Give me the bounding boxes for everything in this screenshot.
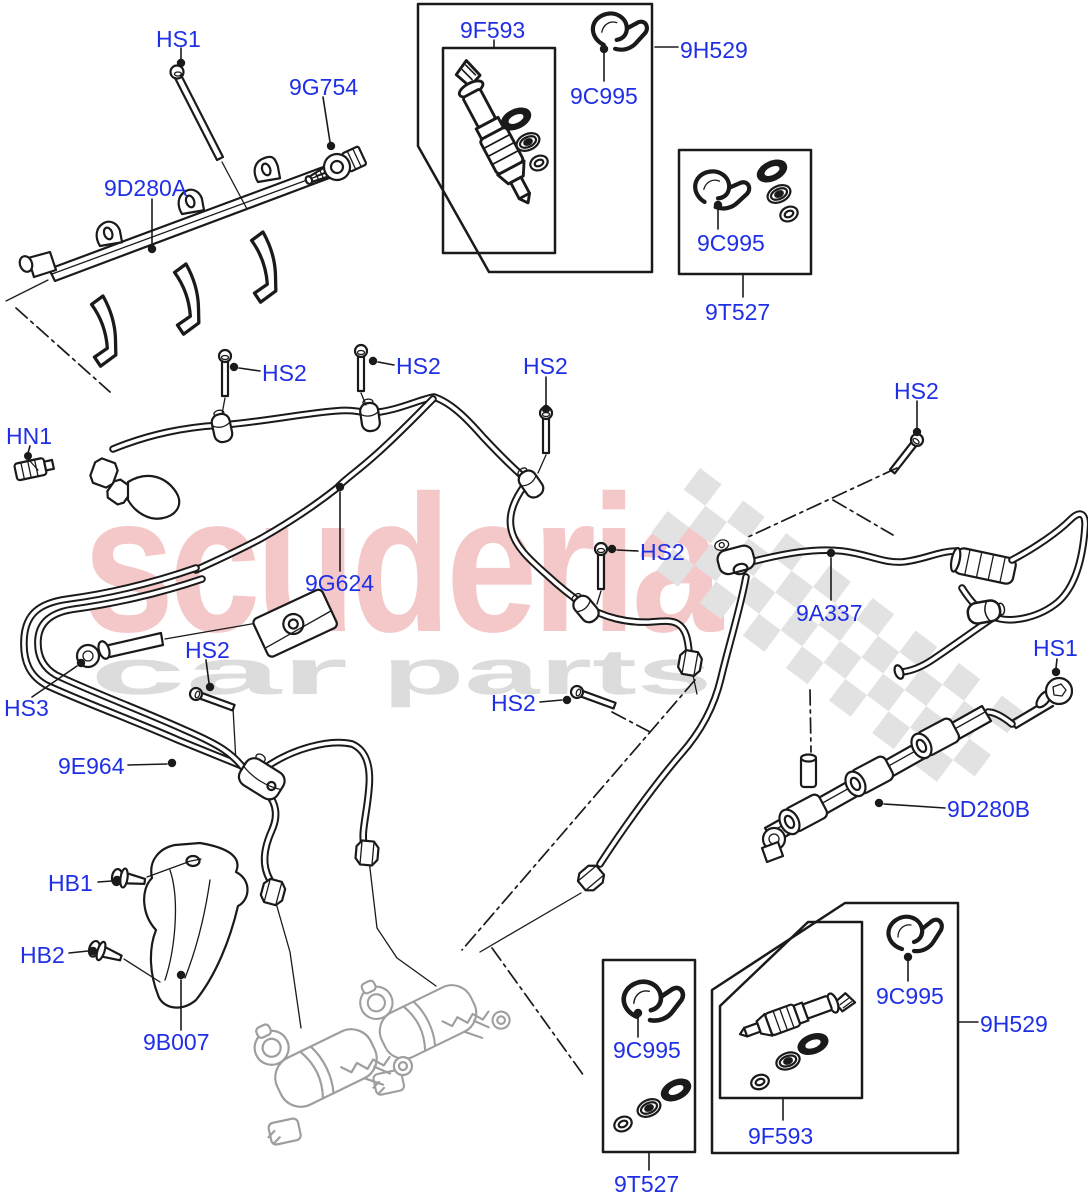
- reference-lines: [5, 279, 898, 1077]
- part-label-hn1[interactable]: HN1: [6, 423, 52, 449]
- leader-lines: [24, 39, 1061, 1171]
- pipe-bracket-block-drawing: [252, 588, 338, 658]
- hb1-axis: [146, 861, 189, 878]
- watermark-checker-flag: [651, 468, 1024, 782]
- hb2-axis: [123, 958, 161, 983]
- part-label-hs2-7[interactable]: HS2: [491, 690, 536, 716]
- part-label-9g624[interactable]: 9G624: [305, 570, 374, 596]
- hs2-bolt-2: [353, 343, 369, 393]
- seal-kit-box-top-right: [677, 148, 813, 276]
- part-label-hb2[interactable]: HB2: [20, 942, 65, 968]
- bolt-axis-lines: [221, 392, 602, 763]
- part-label-hs2-6[interactable]: HS2: [185, 637, 230, 663]
- part-label-hb1[interactable]: HB1: [48, 870, 93, 896]
- pipe-clamp-2: [357, 396, 382, 434]
- fuel-rail-9d280a-drawing: [18, 155, 350, 368]
- injector-kit-box-bottom: [710, 901, 960, 1155]
- part-label-hs2-4[interactable]: HS2: [894, 378, 939, 404]
- watermark-brand-text: scuderia: [83, 455, 724, 673]
- part-label-hs2-1[interactable]: HS2: [262, 360, 307, 386]
- watermark-word-parts: parts: [382, 636, 712, 708]
- part-label-9d280b[interactable]: 9D280B: [947, 796, 1030, 822]
- part-label-hs3[interactable]: HS3: [4, 695, 49, 721]
- part-label-9c995-br[interactable]: 9C995: [876, 983, 944, 1009]
- hs2-bolt-1: [217, 348, 233, 398]
- fuel-hose-9a337-drawing: [714, 510, 1088, 680]
- part-label-9c995-top[interactable]: 9C995: [570, 83, 638, 109]
- part-label-9a337[interactable]: 9A337: [796, 600, 863, 626]
- part-labels: HS1 9G754 9D280A 9F593 9C995 9H529 9C995…: [4, 17, 1078, 1197]
- hs3-banjo-bolt-drawing: [75, 622, 258, 669]
- watermark: scuderia car: [83, 455, 1024, 782]
- part-label-9f593-top[interactable]: 9F593: [460, 17, 525, 43]
- fuel-pipe-to-pump-drawing: [573, 573, 750, 896]
- hs1-bolt-top-drawing: [169, 64, 248, 210]
- part-label-9d280a[interactable]: 9D280A: [104, 175, 188, 201]
- part-label-9g754[interactable]: 9G754: [289, 74, 358, 100]
- hs2-bolt-3: [538, 405, 554, 455]
- part-label-9c995-bl[interactable]: 9C995: [613, 1037, 681, 1063]
- part-label-hs1-top[interactable]: HS1: [156, 26, 201, 52]
- fuel-pipes-9e964-drawing: [20, 564, 381, 908]
- hn1-connector-drawing: [13, 457, 55, 482]
- fuel-rail-9d280b-drawing: [760, 704, 993, 864]
- heat-shield-9b007-drawing: [143, 841, 249, 1009]
- injector-clip-drawing-br: [888, 917, 941, 951]
- hs1-banjo-bolt-right-drawing: [984, 676, 1074, 730]
- part-label-9c995-tr[interactable]: 9C995: [697, 230, 765, 256]
- part-label-9h529-top[interactable]: 9H529: [680, 37, 748, 63]
- part-label-9t527-bottom[interactable]: 9T527: [614, 1171, 679, 1197]
- hose-end-bracket: [714, 539, 756, 576]
- part-label-9h529-bottom[interactable]: 9H529: [980, 1011, 1048, 1037]
- hs2-bolt-4: [886, 430, 927, 477]
- fuel-injector-drawing-bottom: [735, 982, 858, 1049]
- fuel-pressure-sensor-9g754-drawing: [304, 145, 368, 186]
- watermark-word-car: car: [90, 636, 348, 708]
- part-label-hs2-5[interactable]: HS2: [640, 539, 685, 565]
- injector-clip-drawing-top: [590, 11, 648, 54]
- part-label-hs2-3[interactable]: HS2: [523, 353, 568, 379]
- part-label-9f593-bottom[interactable]: 9F593: [748, 1123, 813, 1149]
- part-label-9t527-top[interactable]: 9T527: [705, 299, 770, 325]
- injector-clip-drawing-bl: [622, 980, 684, 1023]
- part-label-9e964[interactable]: 9E964: [58, 753, 125, 779]
- hn1-axis: [28, 459, 39, 471]
- part-label-9b007[interactable]: 9B007: [143, 1029, 210, 1055]
- injector-kit-box-top: [416, 2, 654, 274]
- seal-kit-box-bottom: [601, 958, 697, 1154]
- part-label-hs1-right[interactable]: HS1: [1033, 635, 1078, 661]
- part-label-hs2-2[interactable]: HS2: [396, 353, 441, 379]
